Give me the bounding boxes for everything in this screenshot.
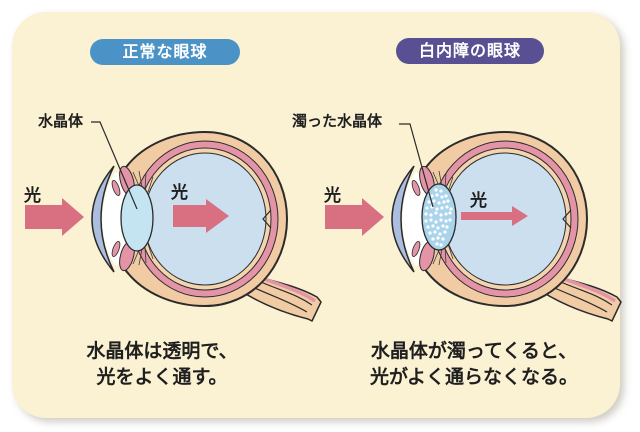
lens-label-cataract: 濁った水晶体: [292, 112, 383, 130]
caption-normal-line1: 水晶体は透明で、: [86, 340, 238, 362]
light-label-outer-normal: 光: [24, 186, 41, 206]
light-arrow-outer-cataract: [325, 198, 384, 236]
leader-line-normal: [91, 121, 138, 210]
iris-root-upper: [411, 180, 421, 196]
badge-cataract-eye: 白内障の眼球: [396, 38, 544, 64]
cornea: [91, 165, 115, 273]
iris-root-upper: [111, 180, 121, 196]
light-arrow-inner-cataract: [461, 206, 528, 226]
caption-cataract-line2: 光がよく通らなくなる。: [369, 366, 579, 388]
light-label-outer-cataract: 光: [324, 186, 341, 206]
light-label-inner-normal: 光: [171, 183, 188, 203]
cornea: [391, 165, 415, 273]
badge-normal-eye: 正常な眼球: [90, 39, 240, 65]
light-arrow-inner-normal: [173, 199, 229, 233]
iris-root-lower: [411, 241, 421, 257]
zonule-fibers: [132, 170, 154, 266]
lens-label-normal: 水晶体: [38, 112, 84, 130]
iris-root-lower: [111, 241, 121, 257]
fovea-notch: [562, 209, 572, 229]
caption-cataract-line1: 水晶体が濁ってくると、: [370, 340, 578, 362]
lens-opacities: [424, 188, 453, 247]
leader-line-cataract: [399, 123, 434, 208]
lens-clear: [120, 184, 154, 252]
caption-cataract: 水晶体が濁ってくると、 光がよく通らなくなる。: [368, 338, 580, 390]
caption-normal: 水晶体は透明で、 光をよく通す。: [56, 338, 268, 390]
caption-normal-line2: 光をよく通す。: [96, 366, 228, 388]
light-label-inner-cataract: 光: [470, 191, 487, 211]
fovea-notch: [262, 209, 272, 229]
light-arrow-outer-normal: [25, 198, 84, 236]
